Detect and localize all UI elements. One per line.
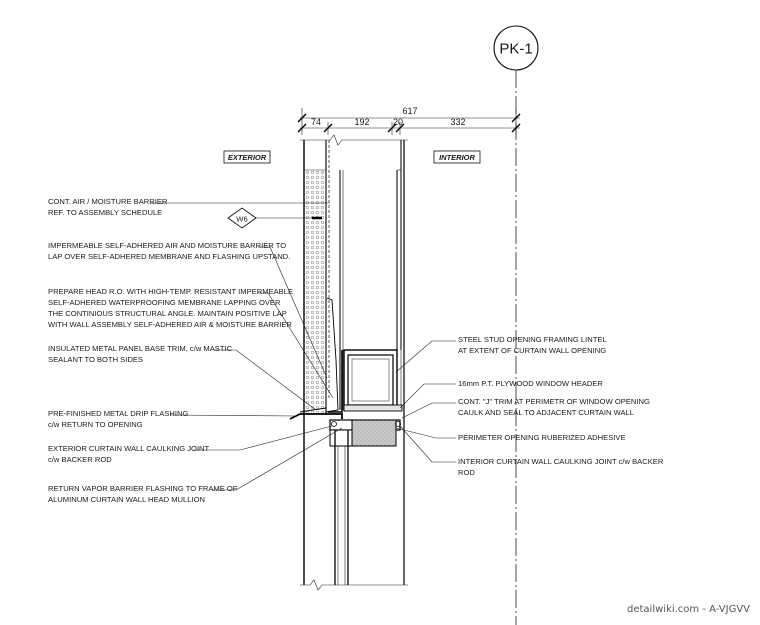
plywood-window-header [343, 404, 403, 412]
dimension-overall: 617 [402, 106, 417, 116]
svg-text:ALUMINUM CURTAIN WALL HEAD MUL: ALUMINUM CURTAIN WALL HEAD MULLION [48, 495, 205, 504]
svg-text:CAULK AND SEAL TO ADJACENT CUR: CAULK AND SEAL TO ADJACENT CURTAIN WALL [458, 408, 634, 417]
dimension-segment-1: 74 [311, 117, 321, 127]
svg-text:SEALANT TO BOTH SIDES: SEALANT TO BOTH SIDES [48, 355, 143, 364]
svg-text:EXTERIOR CURTAIN WALL CAULKING: EXTERIOR CURTAIN WALL CAULKING JOINT [48, 444, 210, 453]
svg-text:ROD: ROD [458, 468, 475, 477]
dimension-string: 617 74 192 20 332 [297, 106, 521, 135]
note-self-adhered-barrier: IMPERMEABLE SELF-ADHERED AIR AND MOISTUR… [48, 241, 328, 379]
exterior-backer-rod [331, 421, 337, 427]
dimension-segment-2: 192 [354, 117, 369, 127]
svg-text:IMPERMEABLE SELF-ADHERED AIR A: IMPERMEABLE SELF-ADHERED AIR AND MOISTUR… [48, 241, 286, 250]
structural-angle [328, 350, 343, 413]
grid-bubble-label: PK-1 [499, 41, 532, 58]
dimension-segment-4: 332 [450, 117, 465, 127]
note-air-barrier: CONT. AIR / MOISTURE BARRIER REF. TO ASS… [48, 197, 329, 217]
note-plywood-header: 16mm P.T. PLYWOOD WINDOW HEADER [399, 379, 603, 409]
svg-text:STEEL STUD OPENING FRAMING LIN: STEEL STUD OPENING FRAMING LINTEL [458, 335, 607, 344]
svg-text:AT EXTENT OF CURTAIN WALL OPEN: AT EXTENT OF CURTAIN WALL OPENING [458, 346, 606, 355]
dimension-segment-3: 20 [393, 117, 403, 127]
svg-text:CONT. AIR / MOISTURE BARRIER: CONT. AIR / MOISTURE BARRIER [48, 197, 168, 206]
notes-right: STEEL STUD OPENING FRAMING LINTEL AT EXT… [395, 335, 664, 477]
note-exterior-caulking: EXTERIOR CURTAIN WALL CAULKING JOINT c/w… [48, 425, 333, 464]
interior-backer-rod [395, 421, 401, 427]
svg-text:PERIMETER OPENING RUBERIZED AD: PERIMETER OPENING RUBERIZED ADHESIVE [458, 433, 626, 442]
watermark: detailwiki.com - A-VJGVV [627, 604, 750, 615]
svg-text:INTERIOR CURTAIN WALL CAULKING: INTERIOR CURTAIN WALL CAULKING JOINT c/w… [458, 457, 664, 466]
svg-text:REF. TO ASSEMBLY SCHEDULE: REF. TO ASSEMBLY SCHEDULE [48, 208, 162, 217]
notes-left: CONT. AIR / MOISTURE BARRIER REF. TO ASS… [48, 197, 343, 504]
svg-text:EXTERIOR: EXTERIOR [228, 153, 267, 162]
insulated-metal-panel [304, 170, 326, 414]
grid-line-pk1: PK-1 [493, 25, 539, 625]
wall-type-tag: W6 [227, 207, 322, 229]
note-drip-flashing: PRE-FINISHED METAL DRIP FLASHING c/w RET… [48, 409, 297, 429]
steel-stud-lintel [343, 349, 398, 411]
note-vapor-barrier-return: RETURN VAPOR BARRIER FLASHING TO FRAME O… [48, 427, 343, 504]
note-base-trim: INSULATED METAL PANEL BASE TRIM, c/w MAS… [48, 344, 317, 411]
exterior-tag: EXTERIOR [223, 150, 271, 164]
note-steel-stud-lintel: STEEL STUD OPENING FRAMING LINTEL AT EXT… [395, 335, 607, 373]
note-j-trim: CONT. "J" TRIM AT PERIMETR OF WINDOW OPE… [401, 397, 650, 419]
perimeter-adhesive [351, 419, 397, 447]
wall-assembly [289, 134, 408, 591]
svg-text:16mm P.T. PLYWOOD WINDOW HEADE: 16mm P.T. PLYWOOD WINDOW HEADER [458, 379, 603, 388]
svg-text:WITH WALL ASSEMBLY SELF-ADHERE: WITH WALL ASSEMBLY SELF-ADHERED AIR & MO… [48, 320, 292, 329]
svg-text:c/w BACKER ROD: c/w BACKER ROD [48, 455, 112, 464]
drip-flashing [289, 413, 343, 420]
svg-text:INTERIOR: INTERIOR [439, 153, 475, 162]
svg-text:SELF-ADHERED WATERPROOFING MEM: SELF-ADHERED WATERPROOFING MEMBRANE LAPP… [48, 298, 281, 307]
svg-text:PRE-FINISHED METAL DRIP FLASHI: PRE-FINISHED METAL DRIP FLASHING [48, 409, 188, 418]
svg-text:LAP OVER SELF-ADHERED MEMBRANE: LAP OVER SELF-ADHERED MEMBRANE AND FLASH… [48, 252, 290, 261]
svg-text:THE CONTINIOUS STRUCTURAL ANGL: THE CONTINIOUS STRUCTURAL ANGLE. MAINTAI… [48, 309, 287, 318]
note-interior-caulking: INTERIOR CURTAIN WALL CAULKING JOINT c/w… [399, 425, 664, 477]
note-head-membrane: PREPARE HEAD R.O. WITH HIGH-TEMP. RESIST… [48, 287, 334, 399]
svg-text:RETURN VAPOR BARRIER FLASHING: RETURN VAPOR BARRIER FLASHING TO FRAME O… [48, 484, 238, 493]
waterproofing-membrane [325, 297, 339, 413]
svg-text:W6: W6 [236, 215, 247, 224]
note-ruberized-adhesive: PERIMETER OPENING RUBERIZED ADHESIVE [395, 427, 626, 442]
svg-text:c/w RETURN TO OPENING: c/w RETURN TO OPENING [48, 420, 143, 429]
svg-text:INSULATED METAL PANEL BASE TRI: INSULATED METAL PANEL BASE TRIM, c/w MAS… [48, 344, 233, 353]
svg-text:CONT. "J" TRIM AT PERIMETR OF: CONT. "J" TRIM AT PERIMETR OF WINDOW OPE… [458, 397, 650, 406]
interior-tag: INTERIOR [433, 150, 481, 164]
svg-text:PREPARE HEAD R.O. WITH HIGH-TE: PREPARE HEAD R.O. WITH HIGH-TEMP. RESIST… [48, 287, 293, 296]
